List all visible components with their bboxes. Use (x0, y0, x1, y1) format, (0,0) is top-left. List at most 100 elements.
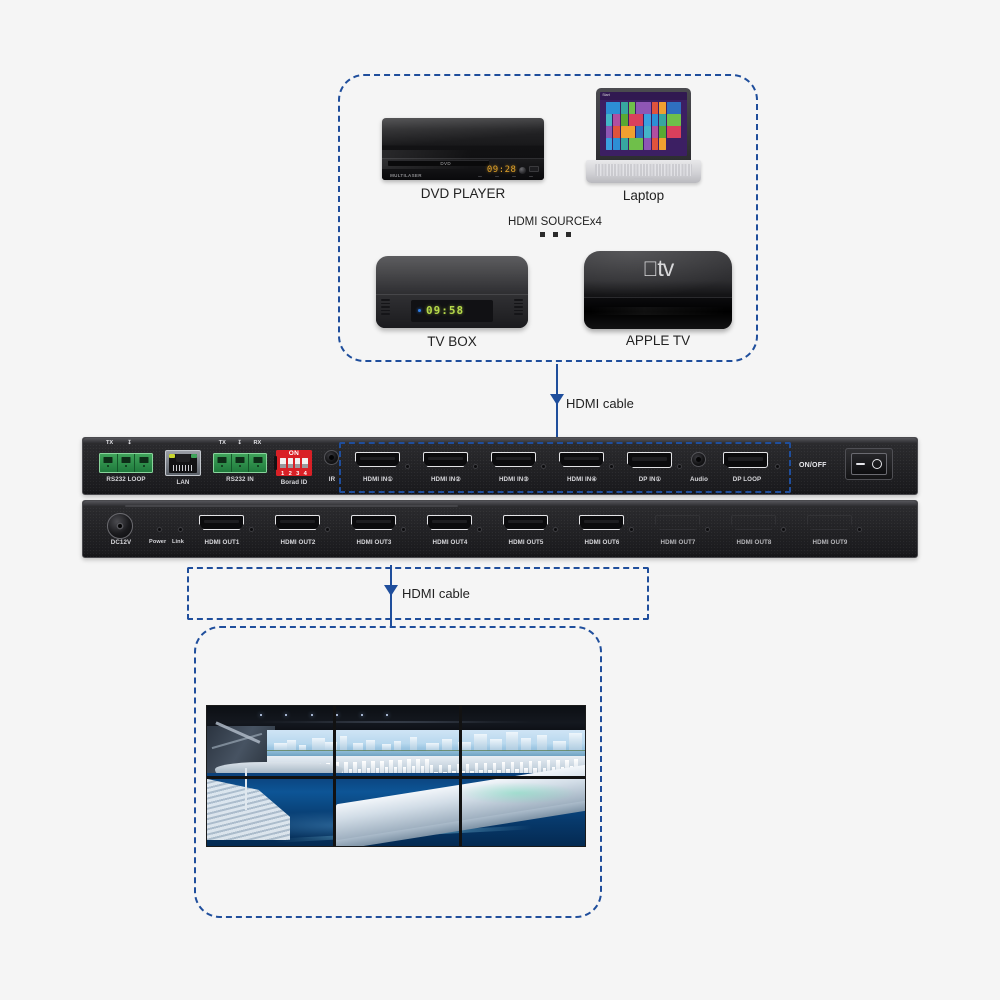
skyline-tower (410, 737, 417, 752)
skyline-tower (505, 731, 519, 752)
hdmi-out-1-connector[interactable] (199, 515, 244, 530)
hdmi-out-9-led (857, 527, 863, 533)
dvd-top-gloss (382, 118, 544, 146)
laptop-tile (636, 102, 651, 114)
output-panel: DC12V Power Link HDMI OUT1 HDMI OUT2 H (82, 500, 918, 620)
hdmi-in-1-connector[interactable] (355, 452, 400, 467)
model-building (398, 759, 402, 776)
port-dp-in-1[interactable]: DP IN① (623, 438, 683, 496)
skyline-tower (473, 734, 487, 752)
hdmi-out-5-connector[interactable] (503, 515, 548, 530)
model-building (474, 763, 479, 776)
dvd-knob (519, 166, 527, 174)
dc12v-label: DC12V (110, 539, 132, 546)
laptop-tile (651, 102, 659, 114)
model-building (497, 769, 501, 776)
model-building (447, 764, 452, 776)
port-hdmi-out-1[interactable]: HDMI OUT1 (195, 501, 255, 559)
laptop-tile (628, 114, 644, 126)
laptop-tile (620, 126, 636, 138)
hdmi-source-caption: HDMI SOURCEx4 (440, 216, 670, 237)
port-hdmi-out-5[interactable]: HDMI OUT5 (499, 501, 559, 559)
apple-tv-label: APPLE TV (625, 333, 691, 348)
port-audio[interactable]: Audio (685, 438, 713, 496)
tv-box-power-dot (417, 309, 421, 313)
hdmi-in-2-connector[interactable] (423, 452, 468, 467)
laptop-screen: Start (600, 92, 687, 157)
rs232-in-pin-tx: TX (218, 440, 226, 446)
hdmi-out-6-connector[interactable] (579, 515, 624, 530)
power-rocker-switch[interactable] (845, 448, 893, 480)
tv-box-body: 09:58 (376, 256, 528, 328)
model-building (456, 764, 461, 776)
port-hdmi-out-2[interactable]: HDMI OUT2 (271, 501, 331, 559)
rs232-in-terminal[interactable] (213, 453, 267, 473)
ir-receiver-jack[interactable] (324, 450, 339, 465)
dvd-brand-text: MULTILASER (390, 172, 422, 178)
hdmi-in-3-connector[interactable] (491, 452, 536, 467)
port-hdmi-in-4[interactable]: HDMI IN④ (555, 438, 615, 496)
port-ir[interactable]: IR (319, 438, 345, 496)
port-hdmi-out-4[interactable]: HDMI OUT4 (423, 501, 483, 559)
dc12v-jack[interactable] (107, 513, 133, 539)
model-building (366, 768, 371, 776)
power-rocker-inner[interactable] (851, 453, 887, 475)
power-switch-label: ON/OFF (799, 462, 827, 469)
dvd-player-body: DVD MULTILASER 09:28 (382, 118, 544, 180)
hdmi-out-2-led (325, 527, 331, 533)
lan-rj45-jack[interactable] (165, 450, 201, 476)
port-hdmi-out-3[interactable]: HDMI OUT3 (347, 501, 407, 559)
rs232-loop-terminal[interactable] (99, 453, 153, 473)
hdmi-in-4-label: HDMI IN④ (566, 476, 598, 483)
model-building (407, 759, 411, 776)
board-id-dip-switch[interactable]: ON 1 2 3 4 (274, 450, 312, 477)
port-rs232-in[interactable]: TX ↧ RX RS232 IN (211, 438, 269, 496)
port-hdmi-in-2[interactable]: HDMI IN② (419, 438, 479, 496)
hdmi-source-caption-dots (440, 232, 670, 237)
dp-loop-label: DP LOOP (732, 476, 762, 483)
laptop-start-title: Start (600, 92, 687, 101)
skyline-tower (311, 738, 325, 752)
arrow-head-icon (550, 394, 564, 405)
model-building (506, 769, 510, 776)
apple-tv-body: tv (584, 251, 732, 329)
tv-box-clock-text: 09:58 (425, 304, 465, 318)
port-dc12v[interactable]: DC12V (95, 501, 147, 559)
hdmi-out-3-connector[interactable] (351, 515, 396, 530)
port-lan[interactable]: LAN (161, 438, 205, 496)
model-building (465, 763, 470, 776)
port-hdmi-out-6[interactable]: HDMI OUT6 (575, 501, 635, 559)
model-building (380, 760, 384, 776)
lan-label: LAN (176, 479, 190, 486)
skyline-tower (442, 738, 452, 752)
dvd-usb-port (529, 165, 540, 172)
apple-glyph-icon:  (643, 258, 659, 281)
hdmi-out-1-label: HDMI OUT1 (204, 539, 240, 546)
skyline-tower (340, 735, 347, 752)
port-board-id[interactable]: ON 1 2 3 4 Borad ID (273, 438, 317, 496)
dp-in-1-connector[interactable] (627, 452, 672, 468)
port-dp-loop[interactable]: DP LOOP (717, 438, 781, 496)
skyline-tower (521, 737, 531, 752)
hdmi-out-2-connector[interactable] (275, 515, 320, 530)
laptop-tile (620, 102, 628, 114)
model-building (501, 762, 506, 776)
model-building (362, 761, 366, 776)
skyline-tower (299, 745, 306, 752)
port-rs232-loop[interactable]: TX ↧ RS232 LOOP (97, 438, 155, 496)
model-building (402, 766, 407, 776)
audio-jack[interactable] (691, 452, 706, 467)
laptop-keyboard (595, 163, 692, 176)
model-building (384, 767, 389, 776)
hdmi-out-4-connector[interactable] (427, 515, 472, 530)
hdmi-in-4-connector[interactable] (559, 452, 604, 467)
dip-switch-levers[interactable] (280, 457, 308, 469)
dp-loop-connector[interactable] (723, 452, 768, 468)
hdmi-in-1-label: HDMI IN① (362, 476, 394, 483)
hdmi-out-4-label: HDMI OUT4 (432, 539, 468, 546)
lan-rj45-inner (169, 454, 197, 473)
port-hdmi-in-1[interactable]: HDMI IN① (351, 438, 411, 496)
port-hdmi-in-3[interactable]: HDMI IN③ (487, 438, 547, 496)
laptop-tile (605, 126, 613, 138)
skyline-tower (286, 739, 297, 752)
